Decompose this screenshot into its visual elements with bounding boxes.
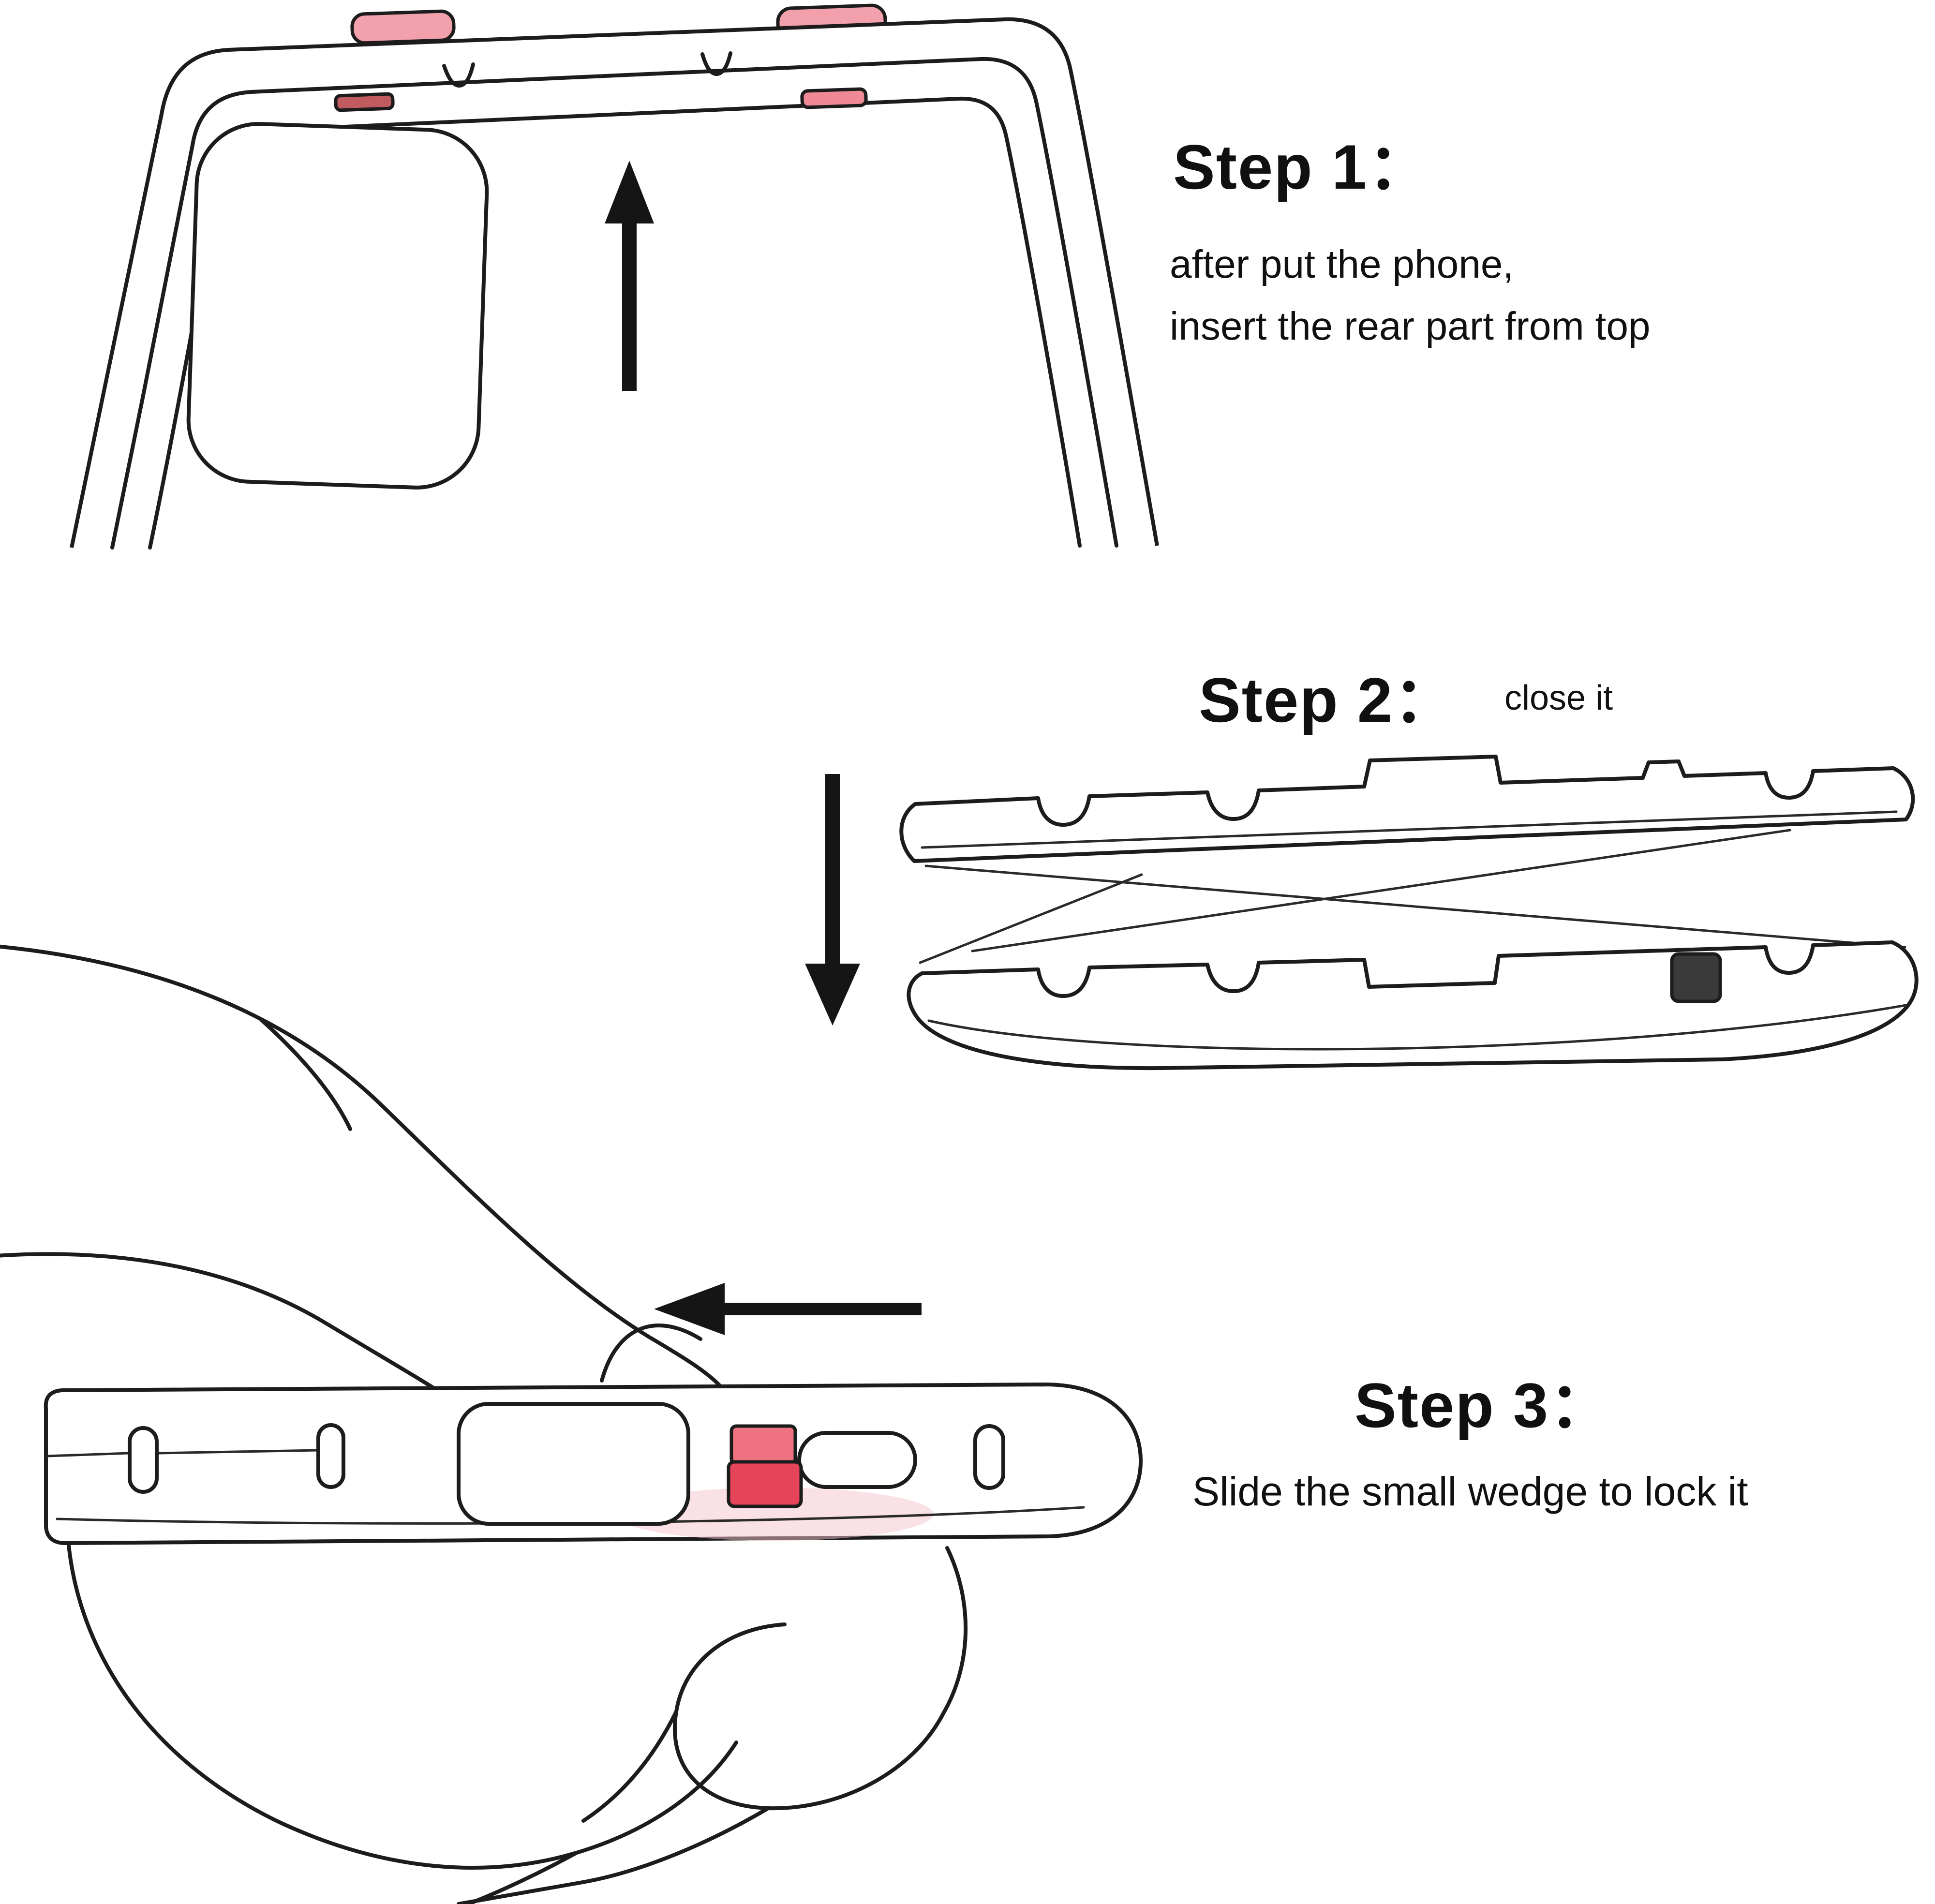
up-arrow-shaft bbox=[622, 217, 637, 391]
case-top-half bbox=[899, 755, 1915, 863]
step1-title: Step 1： bbox=[1173, 132, 1432, 202]
up-arrow-head bbox=[605, 161, 654, 223]
lock-wedge-red-bottom bbox=[727, 1460, 803, 1508]
step1-instruction-line1: after put the phone, bbox=[1170, 242, 1514, 286]
strip-slot-pill-2 bbox=[316, 1423, 345, 1489]
case-middle-shell bbox=[110, 57, 1118, 550]
back-panel-edge-1 bbox=[924, 864, 1906, 949]
thumb-underside-contour bbox=[0, 1252, 442, 1394]
hand-bottom-contour-2 bbox=[457, 1806, 770, 1904]
rim-notch-left bbox=[442, 62, 475, 88]
strip-slot-elongated bbox=[797, 1431, 917, 1489]
step3-note: Slide the small wedge to lock it bbox=[1192, 1469, 1748, 1514]
lock-wedge-black bbox=[1670, 952, 1722, 1003]
down-arrow-head bbox=[805, 964, 860, 1026]
palm-lower-contour bbox=[67, 1543, 738, 1870]
down-arrow-icon bbox=[805, 774, 860, 1026]
lock-wedge-red bbox=[727, 1424, 803, 1508]
hand-top-contour bbox=[0, 944, 728, 1394]
thumb-knuckle-crease bbox=[259, 1018, 352, 1131]
phone-case-top-illustration bbox=[70, 3, 1159, 550]
strip-slot-pill-3 bbox=[973, 1424, 1005, 1490]
rim-notch-right bbox=[700, 51, 732, 76]
hand-illustration bbox=[0, 944, 968, 1904]
wedge-glow bbox=[614, 1488, 934, 1541]
back-panel-edge-3 bbox=[919, 873, 1143, 964]
case-closing-illustration bbox=[805, 755, 1919, 1071]
left-arrow-head bbox=[654, 1283, 725, 1335]
lock-wedge-red-top bbox=[729, 1424, 797, 1466]
case-inner-tab-right bbox=[800, 87, 868, 109]
case-top-half-inner-line bbox=[921, 810, 1898, 849]
down-arrow-shaft bbox=[825, 774, 840, 968]
case-edge-strip-illustration bbox=[44, 1283, 1143, 1545]
curled-finger-outline bbox=[672, 1546, 968, 1811]
step2-title: Step 2： bbox=[1199, 665, 1458, 735]
strip-opening-large bbox=[457, 1402, 690, 1526]
case-inner-tab-left bbox=[334, 92, 395, 112]
left-arrow-icon bbox=[654, 1283, 922, 1335]
strip-slot-pill-1 bbox=[128, 1426, 159, 1494]
case-top-button-left bbox=[350, 9, 456, 45]
hand-bottom-contour-1 bbox=[466, 1851, 579, 1904]
finger-crease bbox=[581, 1710, 678, 1823]
step3-title: Step 3： bbox=[1354, 1370, 1613, 1441]
camera-cutout bbox=[186, 122, 489, 490]
step1-instruction-line2: insert the rear part from top bbox=[1170, 304, 1651, 348]
up-arrow-icon bbox=[605, 161, 654, 391]
thumb-tip-crease bbox=[600, 1324, 702, 1383]
strip-inner-ledge-mid bbox=[156, 1449, 319, 1455]
strip-inner-ledge-left bbox=[46, 1452, 130, 1458]
step2-note: close it bbox=[1504, 679, 1613, 717]
case-bottom-half-inner-line bbox=[927, 1004, 1907, 1051]
back-panel-edge-2 bbox=[971, 829, 1791, 952]
left-arrow-shaft bbox=[721, 1303, 922, 1315]
case-bottom-half bbox=[907, 940, 1919, 1071]
